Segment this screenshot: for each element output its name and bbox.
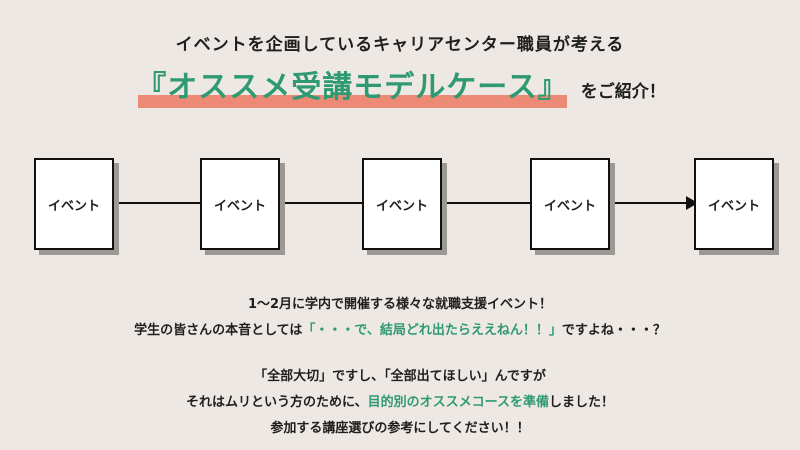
body-line-2-post: ですよね・・・？: [561, 323, 666, 338]
connector-1: [112, 202, 202, 204]
main-title: 『オススメ受講モデルケース』: [134, 68, 571, 108]
body-line-3: 「全部大切」ですし、「全部出てほしい」んですが: [254, 369, 546, 384]
event-box-3: イベント: [362, 158, 442, 250]
event-box-5: イベント: [694, 158, 774, 250]
paragraph-gap: [0, 344, 800, 364]
event-box-2: イベント: [200, 158, 280, 250]
header-subtitle: イベントを企画しているキャリアセンター職員が考える: [175, 35, 625, 55]
body-line-4-highlight: 目的別のオススメコースを準備: [367, 395, 549, 410]
connector-4: [608, 202, 688, 204]
body-line-4: それはムリという方のために、目的別のオススメコースを準備しました！: [0, 390, 800, 416]
title-suffix: をご紹介！: [580, 82, 666, 102]
body-line-4-post: しました！: [548, 395, 614, 410]
title-highlight-bar: [138, 95, 567, 108]
connector-2: [278, 202, 364, 204]
event-box-4: イベント: [530, 158, 610, 250]
body-line-2: 学生の皆さんの本音としては「・・・で、結局どれ出たらええねん！！」ですよね・・・…: [0, 318, 800, 344]
connector-3: [440, 202, 532, 204]
title-row: 『オススメ受講モデルケース』 をご紹介！: [0, 68, 800, 108]
event-flow-diagram: イベント イベント イベント イベント イベント: [0, 150, 800, 260]
body-line-5: 参加する講座選びの参考にしてください！！: [270, 421, 530, 436]
body-line-2-highlight: 「・・・で、結局どれ出たらええねん！！」: [302, 323, 562, 338]
main-title-text: 『オススメ受講モデルケース』: [136, 70, 569, 105]
body-line-4-pre: それはムリという方のために、: [186, 395, 368, 410]
body-text: 1〜2月に学内で開催する様々な就職支援イベント！ 学生の皆さんの本音としては「・…: [0, 292, 800, 442]
event-box-1: イベント: [34, 158, 114, 250]
body-line-2-pre: 学生の皆さんの本音としては: [134, 323, 303, 338]
body-line-1: 1〜2月に学内で開催する様々な就職支援イベント！: [247, 297, 553, 312]
